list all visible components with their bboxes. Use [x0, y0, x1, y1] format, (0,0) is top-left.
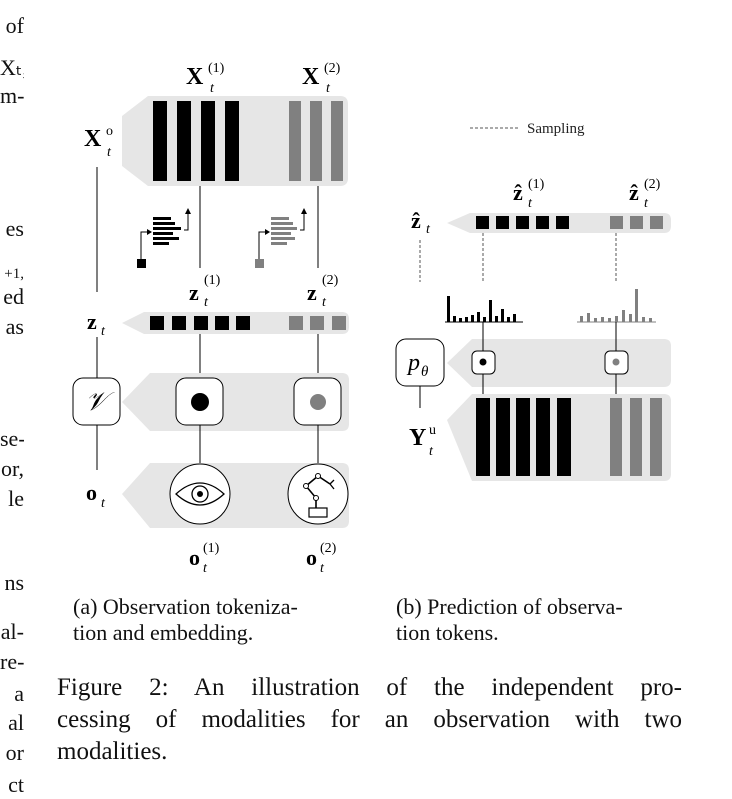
- zhat-label: ẑ: [411, 208, 421, 233]
- fragment: al: [8, 711, 24, 735]
- tokenizer-icon: [137, 208, 191, 268]
- ot-label: o: [86, 480, 97, 505]
- z2-token-squares: [289, 316, 346, 330]
- eye-icon: [169, 463, 231, 525]
- fragment: le: [8, 487, 24, 511]
- fragment: al-: [0, 620, 24, 644]
- embedder-dot: [310, 394, 326, 410]
- yu-label-sup: u: [429, 423, 436, 438]
- fragment: Xₜ,: [0, 56, 24, 80]
- z1-label-sup: (1): [204, 273, 221, 288]
- fragment: ns: [4, 571, 24, 595]
- z1-label-sub: t: [204, 295, 209, 310]
- fragment: m-: [0, 84, 24, 108]
- fragment: of: [5, 14, 24, 38]
- x2-label-sub: t: [326, 81, 331, 96]
- x2-label: X: [302, 64, 320, 90]
- z2-label: z: [307, 280, 317, 305]
- zhat1-token-squares: [476, 216, 569, 229]
- xo-label: X: [84, 126, 102, 152]
- figure-diagram: X (1) t X (2) t X o t: [72, 61, 671, 576]
- zhat2-label-sup: (2): [644, 177, 661, 192]
- p-theta-box: [395, 338, 445, 387]
- zt-label: z: [87, 309, 97, 334]
- embedder-dot: [191, 393, 209, 411]
- distribution-histogram-1: [445, 296, 523, 323]
- zt-label-sub: t: [101, 324, 106, 339]
- yu-label-sub: t: [429, 444, 434, 459]
- fragment: or: [5, 741, 24, 765]
- panel-b: Sampling ẑ (1) t ẑ (2) t ẑ t: [395, 121, 671, 481]
- zhat1-label-sup: (1): [528, 177, 545, 192]
- x1-label-sub: t: [210, 81, 215, 96]
- panel-a: X (1) t X (2) t X o t: [72, 61, 349, 576]
- o1-label: o: [189, 545, 200, 570]
- o2-label-sub: t: [320, 561, 325, 576]
- yu1-token-bars: [476, 398, 571, 476]
- x1-label-sup: (1): [208, 61, 225, 76]
- fragment: as: [5, 315, 24, 339]
- figure-caption: Figure 2: An illustration of the indepen…: [57, 672, 682, 768]
- z1-token-squares: [150, 316, 250, 330]
- zhat-label-sub: t: [426, 222, 431, 237]
- subcaption-a-line2: tion and embedding.: [73, 620, 254, 645]
- zhat1-label-sub: t: [528, 196, 533, 211]
- p-theta-label: p: [406, 350, 420, 376]
- predictor-dot: [612, 358, 620, 366]
- ot-label-sub: t: [101, 496, 106, 511]
- zhat2-token-squares: [610, 216, 663, 229]
- fragment: a: [14, 682, 24, 706]
- fragment: ct: [8, 773, 24, 797]
- distribution-histogram-2: [577, 289, 656, 323]
- o1-label-sup: (1): [203, 541, 220, 556]
- caption-line: cessing of modalities for an observation…: [57, 706, 682, 733]
- fragment: or,: [1, 457, 24, 481]
- p-theta-label-sub: θ: [421, 364, 429, 380]
- caption-line: modalities.: [57, 738, 168, 765]
- subcaption-b: (b) Prediction of observa- tion tokens.: [396, 594, 623, 646]
- x2-token-bars: [289, 101, 343, 181]
- x2-label-sup: (2): [324, 61, 341, 76]
- subcaption-a-line1: (a) Observation tokeniza-: [73, 594, 298, 619]
- caption-line: Figure 2: An illustration of the indepen…: [57, 674, 682, 701]
- robot-arm-icon: [287, 463, 349, 525]
- xo-label-sup: o: [106, 124, 113, 139]
- predictor-dot: [479, 358, 487, 366]
- zhat2-label: ẑ: [629, 180, 639, 205]
- fragment: re-: [0, 650, 24, 674]
- yu-label: Y: [409, 425, 426, 451]
- zhat1-label: ẑ: [513, 180, 523, 205]
- tokenizer-icon: [255, 208, 307, 268]
- x1-token-bars: [153, 101, 239, 181]
- zhat2-label-sub: t: [644, 196, 649, 211]
- z1-label: z: [189, 280, 199, 305]
- subcaption-b-line2: tion tokens.: [396, 620, 499, 645]
- o2-label-sup: (2): [320, 541, 337, 556]
- xo-label-sub: t: [107, 145, 112, 160]
- yu2-token-bars: [610, 398, 662, 476]
- subcaption-a: (a) Observation tokeniza- tion and embed…: [73, 594, 298, 646]
- fragment: ed: [3, 285, 24, 309]
- z2-label-sub: t: [322, 295, 327, 310]
- x1-label: X: [186, 64, 204, 90]
- sampling-legend-label: Sampling: [527, 121, 585, 137]
- fragment: es: [5, 217, 24, 241]
- fragment: +1,: [4, 266, 24, 282]
- subcaption-b-line1: (b) Prediction of observa-: [396, 594, 623, 619]
- fragment: se-: [0, 427, 24, 451]
- o1-label-sub: t: [203, 561, 208, 576]
- o2-label: o: [306, 545, 317, 570]
- z2-label-sup: (2): [322, 273, 339, 288]
